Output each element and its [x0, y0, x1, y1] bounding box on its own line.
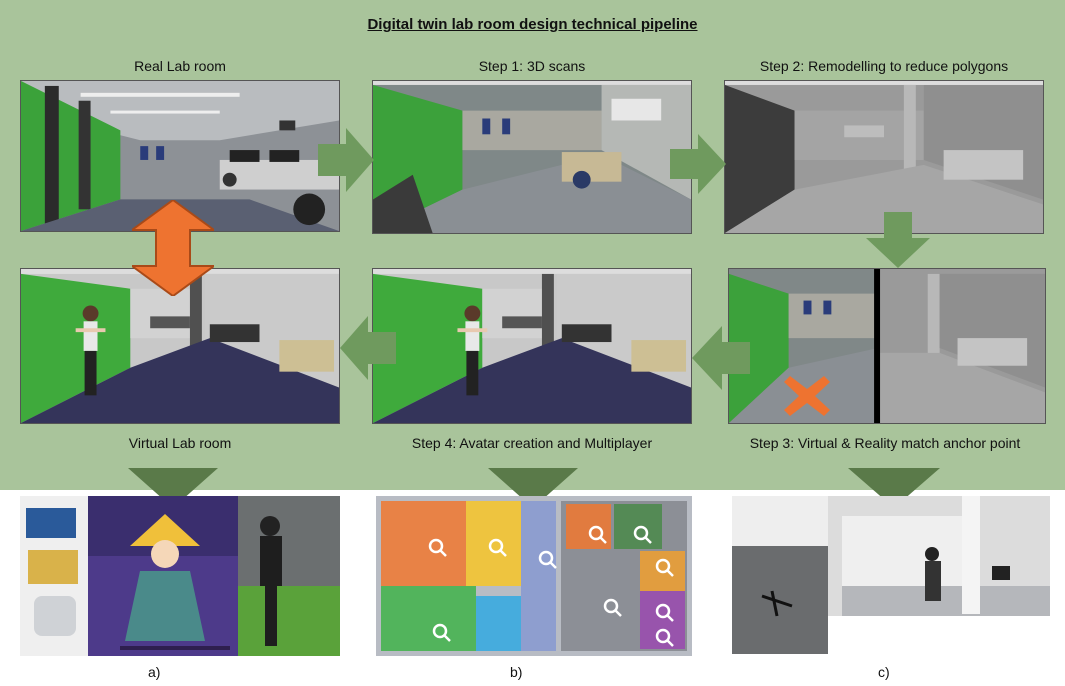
green-left-arrow-icon: [340, 316, 396, 380]
step4-avatar-render: [372, 268, 692, 424]
green-down-arrow-icon: [128, 468, 218, 508]
hardware-and-avatar-photos: [20, 496, 340, 656]
label-step2: Step 2: Remodelling to reduce polygons: [759, 58, 1009, 74]
sublabel-a: a): [148, 664, 161, 680]
label-real-lab-room: Real Lab room: [134, 58, 226, 74]
orange-double-arrow-icon: [132, 200, 214, 296]
virtual-space-map: [376, 496, 692, 656]
step3-anchor-match: [728, 268, 1046, 424]
step2-remodel: [724, 80, 1044, 234]
label-step3: Step 3: Virtual & Reality match anchor p…: [749, 435, 1021, 451]
green-right-arrow-icon: [318, 128, 374, 192]
green-left-arrow-icon: [692, 326, 750, 390]
diagram-title: Digital twin lab room design technical p…: [367, 16, 698, 33]
label-virtual-lab-room: Virtual Lab room: [128, 435, 232, 451]
green-down-arrow-icon: [848, 468, 940, 508]
label-step1: Step 1: 3D scans: [478, 58, 586, 74]
real-room-mixed-reality-photo: [732, 496, 1050, 654]
green-right-arrow-icon: [670, 134, 726, 194]
green-down-arrow-icon: [866, 212, 930, 268]
green-down-arrow-icon: [488, 468, 578, 508]
step1-3d-scan: [372, 80, 692, 234]
sublabel-c: c): [878, 664, 890, 680]
sublabel-b: b): [510, 664, 523, 680]
label-step4: Step 4: Avatar creation and Multiplayer: [411, 435, 653, 451]
anchor-cross-icon: [784, 376, 830, 416]
